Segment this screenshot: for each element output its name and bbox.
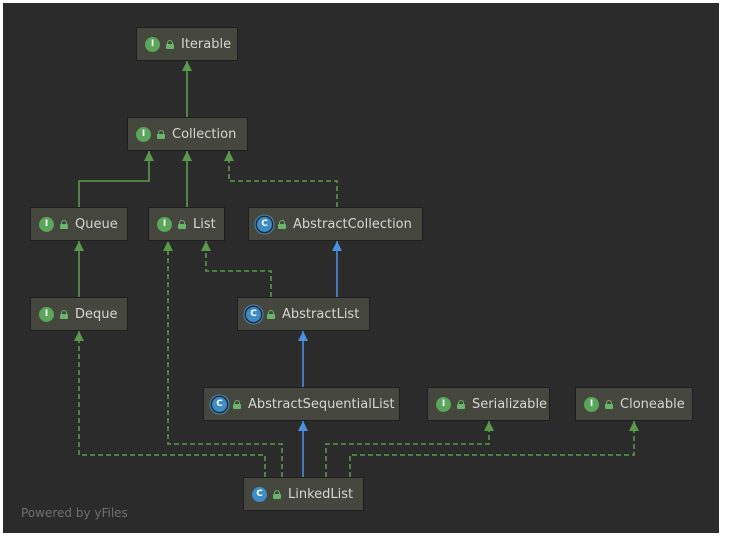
node-label: AbstractList — [282, 306, 360, 322]
node-label: AbstractSequentialList — [248, 396, 395, 412]
interface-icon: I — [436, 396, 451, 412]
edge-linked_list-to-list — [167, 241, 283, 477]
node-label: LinkedList — [288, 486, 354, 502]
lock-icon — [233, 399, 241, 409]
lock-icon — [60, 309, 68, 319]
node-label: Queue — [75, 216, 118, 232]
abstract-class-icon: C — [257, 216, 272, 232]
arrowhead-abstract_list-to-list — [201, 241, 211, 251]
lock-icon — [267, 309, 275, 319]
arrowhead-queue-to-collection — [144, 151, 154, 161]
lock-icon — [278, 219, 286, 229]
arrowhead-abstract_sequential_list-to-abstract_list — [298, 331, 308, 341]
interface-icon: I — [39, 216, 54, 232]
edge-linked_list-to-cloneable — [349, 421, 635, 477]
edges-layer — [74, 61, 639, 477]
lock-icon — [60, 219, 68, 229]
lock-icon — [605, 399, 613, 409]
edge-linked_list-to-deque — [78, 331, 266, 477]
arrowhead-abstract_list-to-abstract_collection — [332, 241, 342, 251]
node-label: Collection — [172, 126, 237, 142]
lock-icon — [457, 399, 465, 409]
arrowhead-linked_list-to-list — [163, 241, 173, 251]
node-deque[interactable]: I Deque — [30, 297, 128, 331]
arrowhead-linked_list-to-cloneable — [629, 421, 639, 431]
lock-icon — [178, 219, 186, 229]
interface-icon: I — [157, 216, 172, 232]
arrowhead-linked_list-to-abstract_sequential_list — [298, 421, 308, 431]
node-label: List — [193, 216, 216, 232]
node-label: AbstractCollection — [293, 216, 412, 232]
edge-queue-to-collection — [78, 151, 150, 207]
class-icon: C — [252, 486, 267, 502]
node-serializable[interactable]: I Serializable — [427, 387, 550, 421]
interface-icon: I — [145, 36, 160, 52]
interface-icon: I — [136, 126, 151, 142]
arrowhead-abstract_collection-to-collection — [224, 151, 234, 161]
edge-abstract_list-to-list — [205, 241, 272, 297]
arrowhead-collection-to-iterable — [182, 61, 192, 71]
abstract-class-icon: C — [212, 396, 227, 412]
footer-credit: Powered by yFiles — [21, 506, 128, 520]
arrowhead-linked_list-to-serializable — [484, 421, 494, 431]
node-label: Deque — [75, 306, 118, 322]
arrowhead-linked_list-to-deque — [74, 331, 84, 341]
lock-icon — [273, 489, 281, 499]
abstract-class-icon: C — [246, 306, 261, 322]
lock-icon — [157, 129, 165, 139]
node-collection[interactable]: I Collection — [127, 117, 248, 151]
node-abstract-list[interactable]: C AbstractList — [237, 297, 370, 331]
node-list[interactable]: I List — [148, 207, 225, 241]
lock-icon — [166, 39, 174, 49]
arrowhead-list-to-collection — [182, 151, 192, 161]
arrowhead-deque-to-queue — [74, 241, 84, 251]
node-queue[interactable]: I Queue — [30, 207, 128, 241]
node-label: Cloneable — [620, 396, 685, 412]
interface-icon: I — [584, 396, 599, 412]
edge-linked_list-to-serializable — [325, 421, 490, 477]
diagram-canvas: I Iterable I Collection I Queue I List C… — [3, 3, 719, 533]
interface-icon: I — [39, 306, 54, 322]
edge-abstract_collection-to-collection — [228, 151, 338, 207]
node-iterable[interactable]: I Iterable — [136, 27, 238, 61]
node-linked-list[interactable]: C LinkedList — [243, 477, 364, 511]
node-abstract-sequential-list[interactable]: C AbstractSequentialList — [203, 387, 400, 421]
node-label: Iterable — [181, 36, 232, 52]
node-cloneable[interactable]: I Cloneable — [575, 387, 693, 421]
node-abstract-collection[interactable]: C AbstractCollection — [248, 207, 423, 241]
node-label: Serializable — [472, 396, 548, 412]
